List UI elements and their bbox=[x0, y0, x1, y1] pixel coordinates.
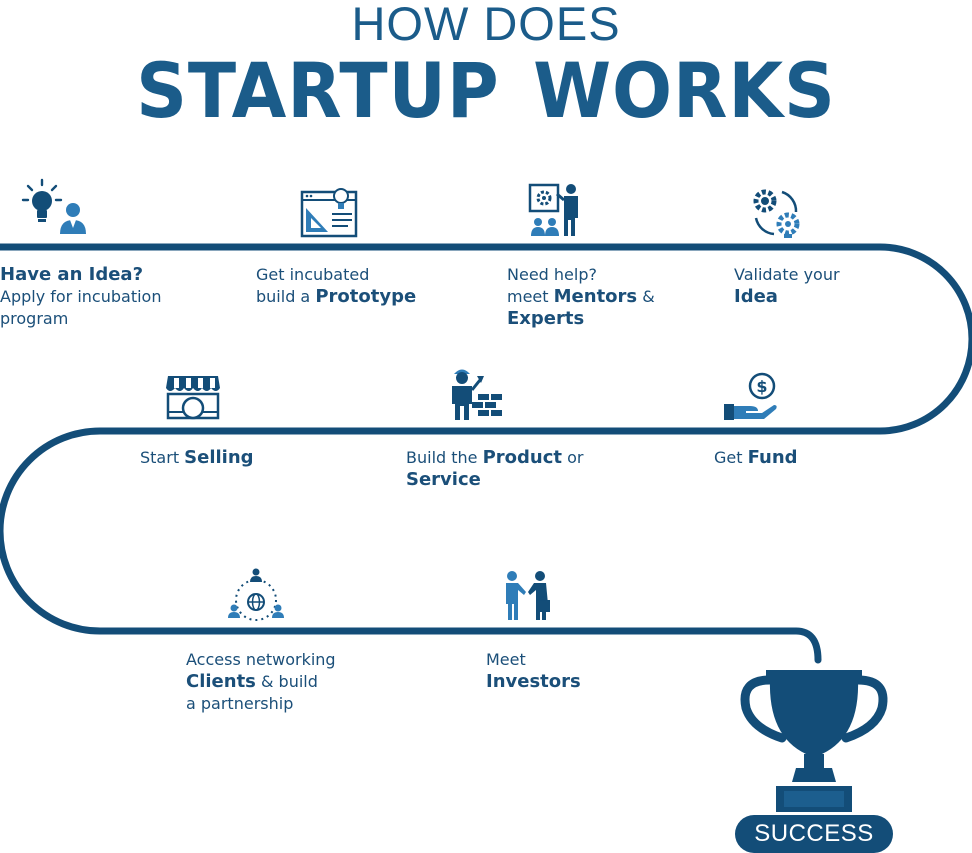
handshake-investors-icon bbox=[506, 571, 550, 620]
step-networking-line3: a partnership bbox=[186, 694, 294, 713]
step-idea-line2: Apply for incubation bbox=[0, 287, 162, 306]
step-selling-bold: Selling bbox=[184, 447, 254, 468]
step-product-bold: Product bbox=[482, 447, 563, 468]
builder-bricks-icon bbox=[452, 369, 502, 420]
step-selling: Start Selling bbox=[140, 447, 254, 469]
step-prototype-line1: Get incubated bbox=[256, 265, 370, 284]
step-have-idea: Have an Idea? Apply for incubation progr… bbox=[0, 264, 161, 330]
step-mentors-amp: & bbox=[637, 287, 655, 306]
step-selling-start: Start bbox=[140, 448, 185, 467]
step-prototype-bold: Prototype bbox=[315, 286, 417, 307]
step-experts-bold: Experts bbox=[507, 308, 585, 329]
step-validate: Validate your Idea bbox=[734, 264, 840, 308]
step-build-or: or bbox=[562, 448, 584, 467]
step-investors: Meet Investors bbox=[486, 649, 581, 693]
step-build-the: Build the bbox=[406, 448, 483, 467]
step-validate-line1: Validate your bbox=[734, 265, 840, 284]
step-networking-line1: Access networking bbox=[186, 650, 336, 669]
step-fund: Get Fund bbox=[714, 447, 798, 469]
money-hand-icon: $ bbox=[724, 372, 777, 420]
step-prototype: Get incubated build a Prototype bbox=[256, 264, 416, 308]
success-badge: SUCCESS bbox=[735, 815, 893, 853]
step-networking-build: & build bbox=[255, 672, 318, 691]
mentor-presentation-icon bbox=[528, 183, 578, 236]
idea-person-icon bbox=[21, 178, 86, 234]
title-how-does: HOW DOES bbox=[351, 0, 621, 50]
validate-gears-icon bbox=[753, 189, 800, 238]
step-mentors-bold: Mentors bbox=[553, 286, 638, 307]
title-works: WORKS bbox=[533, 46, 836, 135]
step-investors-bold: Investors bbox=[486, 671, 581, 692]
shop-store-icon bbox=[166, 376, 220, 420]
prototype-design-icon bbox=[300, 188, 358, 238]
title-startup-works: STARTUP WORKS bbox=[34, 46, 938, 135]
step-networking: Access networking Clients & build a part… bbox=[186, 649, 336, 715]
svg-text:$: $ bbox=[756, 377, 767, 396]
step-fund-bold: Fund bbox=[747, 447, 798, 468]
step-mentors-line1: Need help? bbox=[507, 265, 597, 284]
step-mentors: Need help? meet Mentors & Experts bbox=[507, 264, 655, 330]
trophy-icon bbox=[740, 670, 888, 812]
network-people-icon bbox=[228, 568, 284, 621]
step-build-product: Build the Product or Service bbox=[406, 447, 583, 491]
step-service-bold: Service bbox=[406, 469, 481, 490]
step-validate-bold: Idea bbox=[734, 286, 778, 307]
step-investors-line1: Meet bbox=[486, 650, 526, 669]
step-clients-bold: Clients bbox=[186, 671, 256, 692]
step-mentors-meet: meet bbox=[507, 287, 554, 306]
step-fund-get: Get bbox=[714, 448, 748, 467]
step-prototype-line2: build a bbox=[256, 287, 316, 306]
title-startup: STARTUP bbox=[136, 46, 500, 135]
step-idea-line3: program bbox=[0, 309, 69, 328]
step-idea-bold: Have an Idea? bbox=[0, 264, 144, 285]
